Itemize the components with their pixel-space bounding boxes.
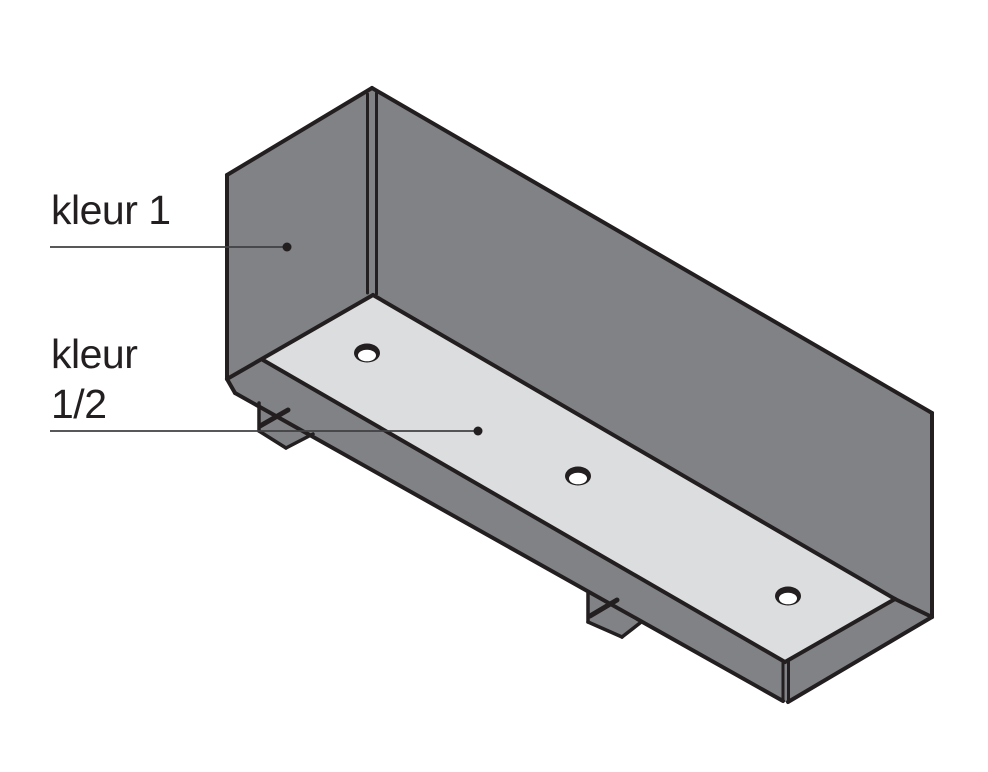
label-kleur-1-2-line1: kleur bbox=[51, 331, 138, 377]
mounting-hole-2 bbox=[565, 466, 591, 486]
tab-left-fold bbox=[257, 407, 291, 429]
tab-left-edge-right bbox=[284, 432, 315, 450]
leader-dot-kleur-1-2 bbox=[473, 426, 483, 436]
edge-panel-top-right bbox=[371, 293, 897, 601]
label-kleur-1-2-line2: 1/2 bbox=[51, 381, 107, 427]
leader-lines bbox=[50, 242, 483, 436]
mounting-holes bbox=[354, 343, 801, 606]
label-kleur-1-text: kleur 1 bbox=[51, 187, 171, 233]
edge-bottom-left-outer bbox=[233, 391, 785, 703]
edge-left-cap bbox=[225, 377, 237, 395]
left-end-face bbox=[227, 88, 373, 379]
front-long-face bbox=[372, 88, 932, 617]
hole-opening bbox=[779, 592, 797, 605]
mounting-hole-3 bbox=[775, 586, 801, 606]
tab-middle-fold bbox=[587, 597, 620, 619]
mounting-hole-1 bbox=[354, 343, 380, 363]
label-kleur-1-2: kleur 1/2 bbox=[51, 329, 138, 429]
hole-opening bbox=[358, 349, 376, 362]
outline-edges bbox=[225, 86, 934, 704]
edge-top-right bbox=[370, 86, 934, 415]
tab-middle-edge-right bbox=[620, 621, 642, 639]
edge-rim-right-top bbox=[893, 597, 934, 619]
rim-right bbox=[785, 599, 932, 702]
edge-panel-bottom-left bbox=[261, 358, 787, 664]
edge-top-left bbox=[225, 86, 374, 177]
edge-bottom-right-outer bbox=[786, 615, 934, 704]
leader-dot-kleur-1 bbox=[282, 242, 292, 252]
rim-left bbox=[227, 360, 785, 702]
edge-leftface-bottom bbox=[225, 293, 375, 381]
tab-left-edge-bottom bbox=[257, 429, 288, 450]
label-kleur-1: kleur 1 bbox=[51, 186, 171, 234]
edge-panel-bottom-right bbox=[783, 597, 897, 664]
hole-opening bbox=[569, 472, 587, 485]
tab-middle-edge-bottom bbox=[586, 620, 624, 639]
